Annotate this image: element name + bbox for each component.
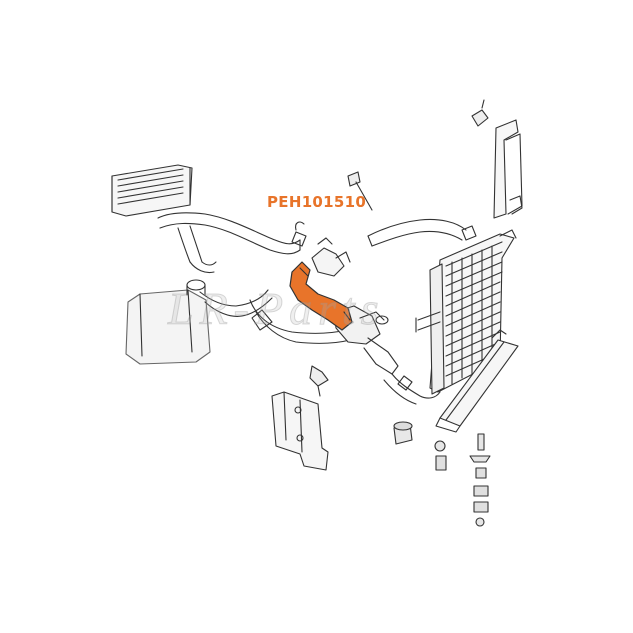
upper-right-hose xyxy=(367,218,477,247)
right-support-bracket xyxy=(471,99,523,219)
mounting-hardware xyxy=(393,421,491,527)
left-bracket xyxy=(271,365,329,471)
sensor-bracket xyxy=(347,171,373,211)
lower-mounting-rail xyxy=(435,329,519,433)
upper-left-hose xyxy=(157,212,301,274)
intercooler xyxy=(111,164,193,217)
watermark-logo: LR-Parts xyxy=(168,283,385,335)
lower-hose xyxy=(199,289,351,344)
part-number-label: PEH101510 xyxy=(267,193,367,211)
highlighted-hose-peh101510 xyxy=(289,261,353,331)
expansion-tank xyxy=(125,279,211,365)
